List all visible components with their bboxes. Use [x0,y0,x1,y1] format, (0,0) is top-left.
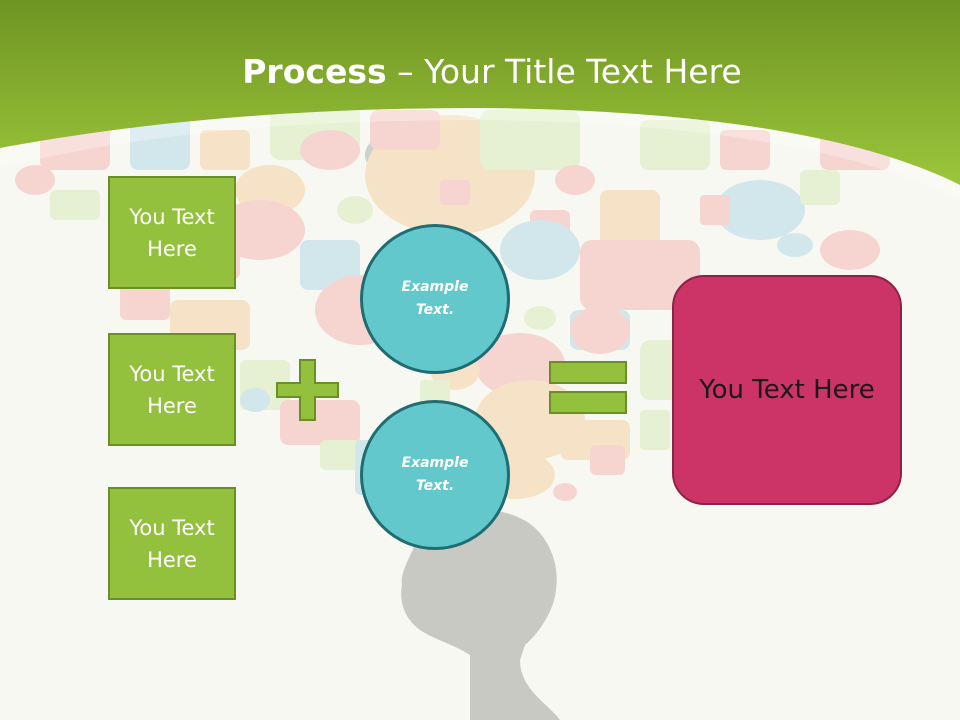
header-curve-highlight [0,108,960,200]
equals-operator-bottom [549,391,627,414]
example-circle-1: Example Text. [360,224,510,374]
input-box-2: You Text Here [108,333,236,446]
title-bold: Process [242,52,387,91]
plus-operator [276,359,339,421]
head-silhouette [401,510,560,720]
equals-operator-top [549,361,627,384]
input-box-3: You Text Here [108,487,236,600]
input-box-1: You Text Here [108,176,236,289]
title-rest: – Your Title Text Here [386,52,742,91]
result-box: You Text Here [672,275,902,505]
header-band [0,0,960,185]
slide-title: Process – Your Title Text Here [0,52,960,91]
example-circle-2: Example Text. [360,400,510,550]
